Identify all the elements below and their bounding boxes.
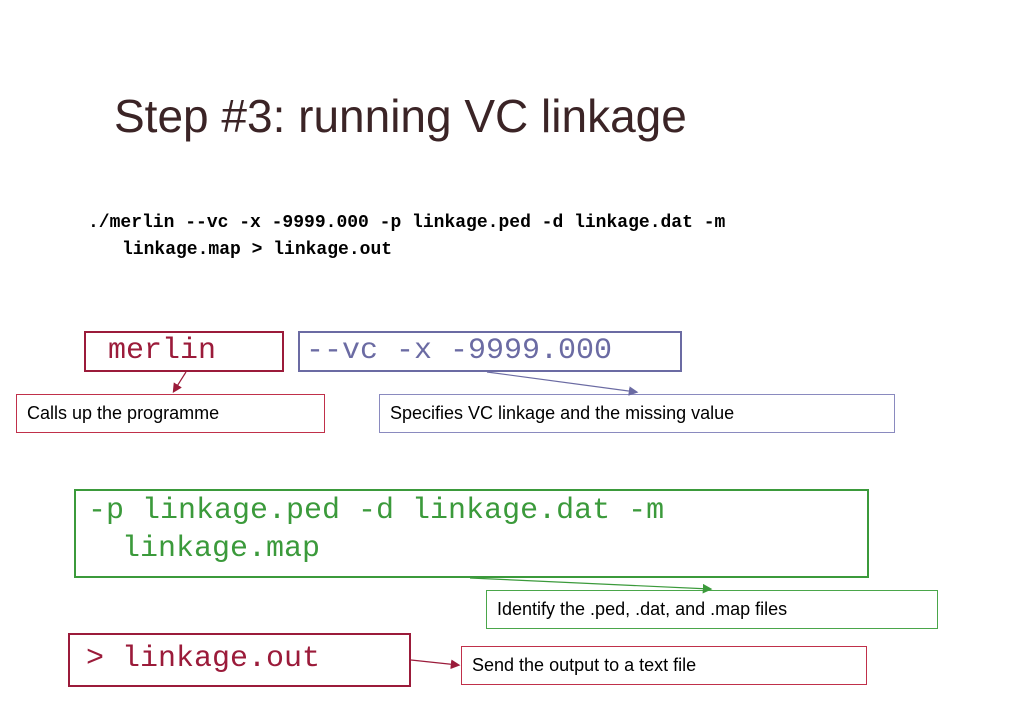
command-line: ./merlin --vc -x -9999.000 -p linkage.pe… [88, 210, 968, 264]
input-files-line-2: linkage.map [122, 532, 321, 566]
vc-options-box: --vc -x -9999.000 [298, 331, 682, 372]
calls-programme-note: Calls up the programme [16, 394, 325, 433]
command-line-2: linkage.map > linkage.out [122, 240, 393, 260]
input-files-line-1: -p linkage.ped -d linkage.dat -m [88, 494, 665, 528]
output-redirect-box: > linkage.out [68, 633, 411, 687]
files-arrow [469, 577, 713, 594]
slide-title: Step #3: running VC linkage [114, 90, 687, 142]
merlin-box: merlin [84, 331, 284, 372]
specifies-vc-note: Specifies VC linkage and the missing val… [379, 394, 895, 433]
input-files-box: -p linkage.ped -d linkage.dat -m linkage… [74, 489, 869, 578]
output-arrow [410, 659, 461, 670]
vc-arrow [486, 371, 639, 396]
merlin-arrow [172, 371, 187, 394]
identify-files-note: Identify the .ped, .dat, and .map files [486, 590, 938, 629]
send-output-note: Send the output to a text file [461, 646, 867, 685]
command-line-1: ./merlin --vc -x -9999.000 -p linkage.pe… [88, 213, 726, 233]
